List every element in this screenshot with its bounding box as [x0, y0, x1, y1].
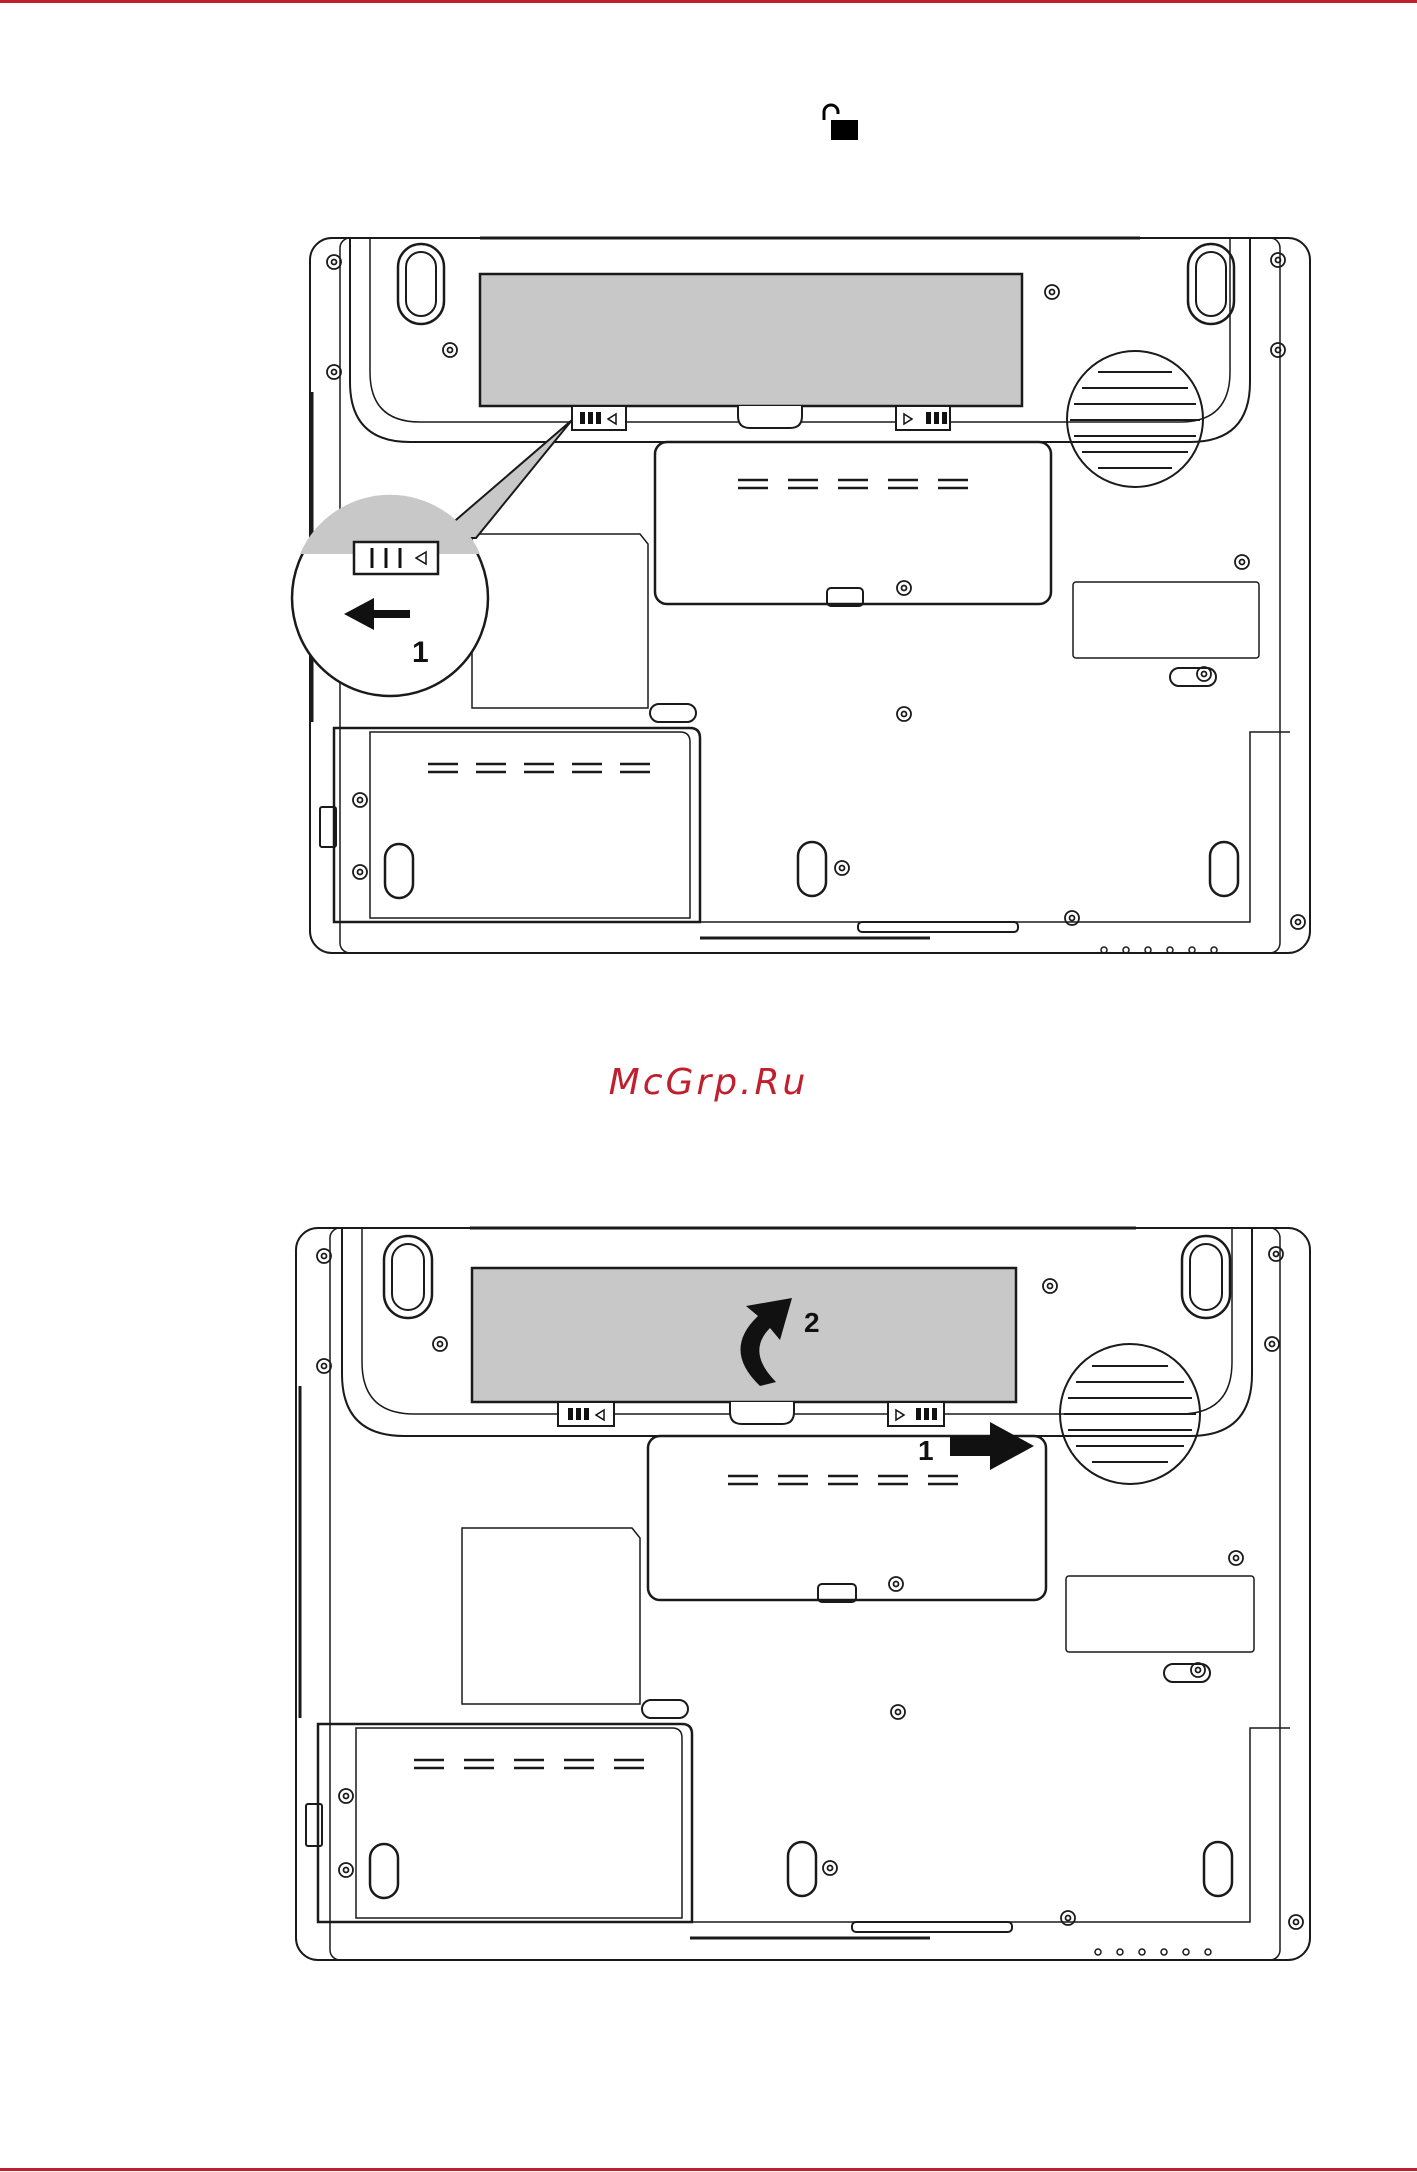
bottom-rule	[0, 2168, 1417, 2171]
release-step-number: 1	[918, 1435, 934, 1466]
lift-step-number: 2	[804, 1307, 820, 1338]
laptop-underside-drawing-2: 2 1	[290, 1222, 1330, 1970]
battery-pack	[480, 274, 1022, 406]
laptop-underside-drawing-1: 1	[290, 232, 1330, 964]
callout-step-number: 1	[412, 636, 429, 669]
laptop-underside-figure-2: 2 1	[290, 1222, 1330, 1970]
slide-right-arrow-icon	[950, 1422, 1034, 1470]
watermark-text: McGrp.Ru	[0, 1062, 1417, 1103]
laptop-underside-figure-1: 1	[290, 232, 1330, 964]
unlocked-padlock-icon	[818, 102, 860, 142]
top-rule	[0, 0, 1417, 3]
